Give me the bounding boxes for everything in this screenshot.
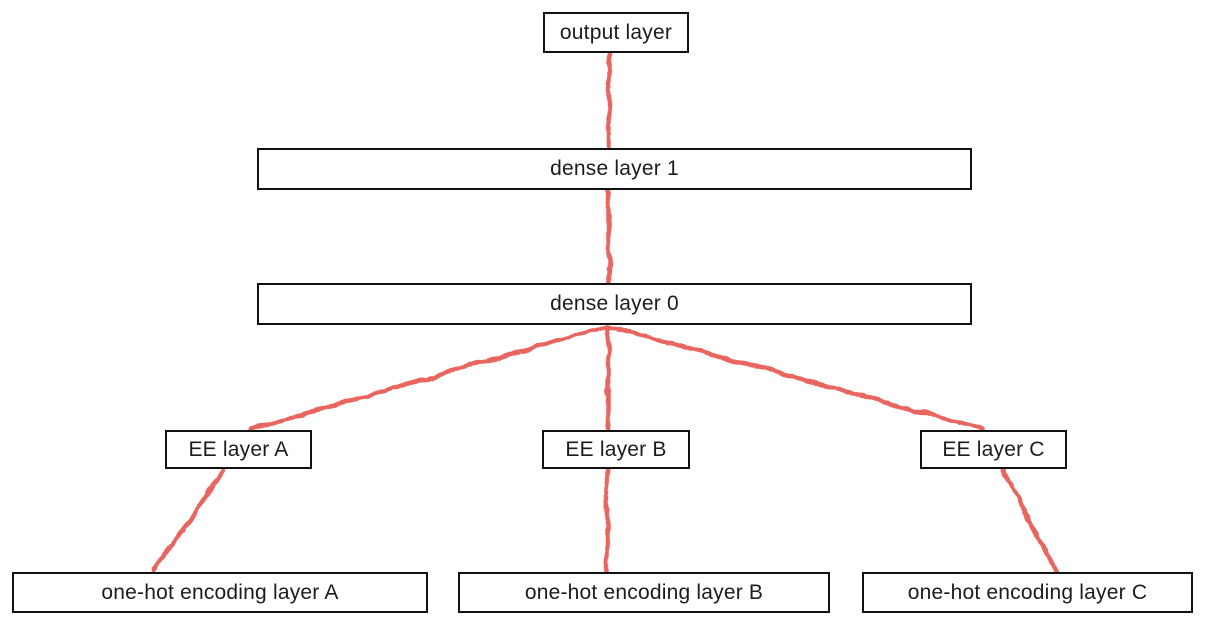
edge-texture bbox=[251, 326, 609, 431]
node-label: one-hot encoding layer C bbox=[907, 580, 1148, 604]
node-label: one-hot encoding layer B bbox=[524, 580, 764, 604]
node-label: output layer bbox=[559, 20, 673, 44]
node-dense-layer-1: dense layer 1 bbox=[257, 148, 972, 190]
node-label: EE layer A bbox=[188, 437, 289, 461]
node-ee-layer-c: EE layer C bbox=[920, 430, 1067, 469]
node-label: EE layer B bbox=[565, 437, 667, 461]
node-label: dense layer 0 bbox=[550, 292, 679, 315]
edge-ee-layer-c-to-one-hot-encoding-layer-c bbox=[1000, 467, 1059, 574]
node-label: EE layer C bbox=[942, 437, 1045, 461]
node-label: one-hot encoding layer A bbox=[101, 580, 339, 604]
edge-texture bbox=[1002, 470, 1057, 573]
edge-dense-layer-0-to-ee-layer-c bbox=[605, 323, 986, 432]
node-ee-layer-a: EE layer A bbox=[165, 430, 312, 469]
edge-ee-layer-a-to-one-hot-encoding-layer-a bbox=[151, 467, 226, 574]
node-dense-layer-0: dense layer 0 bbox=[257, 283, 972, 325]
node-output-layer: output layer bbox=[543, 12, 689, 53]
edge-dense-layer-0-to-ee-layer-a bbox=[249, 323, 611, 432]
node-label: dense layer 1 bbox=[550, 157, 679, 180]
node-one-hot-encoding-layer-b: one-hot encoding layer B bbox=[458, 572, 830, 613]
edge-texture bbox=[607, 326, 984, 431]
node-one-hot-encoding-layer-c: one-hot encoding layer C bbox=[862, 572, 1193, 613]
edge-texture bbox=[153, 470, 224, 573]
node-one-hot-encoding-layer-a: one-hot encoding layer A bbox=[12, 572, 428, 613]
node-ee-layer-b: EE layer B bbox=[542, 430, 690, 469]
